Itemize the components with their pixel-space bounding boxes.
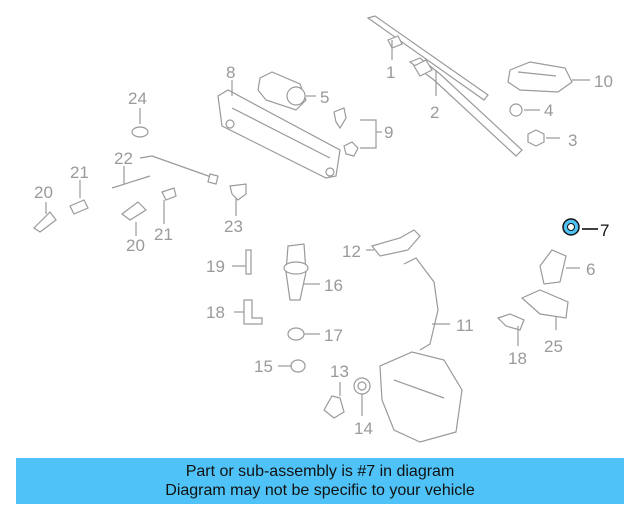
banner-line-disclaimer: Diagram may not be specific to your vehi… <box>165 482 475 499</box>
pump-grommet-part[interactable] <box>287 327 305 341</box>
clip-part[interactable] <box>243 299 263 325</box>
callout-25: 25 <box>544 337 563 356</box>
leader-lines <box>45 40 598 416</box>
washer-nozzle-part-2[interactable] <box>121 201 147 221</box>
callout-14: 14 <box>354 419 373 438</box>
callout-9: 9 <box>384 123 393 142</box>
cowl-cover-part[interactable] <box>507 61 573 93</box>
callout-20-b: 20 <box>126 236 145 255</box>
mount-part[interactable] <box>520 289 569 319</box>
pin-part[interactable] <box>245 249 252 275</box>
callout-11: 11 <box>456 316 474 335</box>
callout-19: 19 <box>206 257 225 276</box>
banner-line-part-number: Part or sub-assembly is #7 in diagram <box>185 463 455 480</box>
washer-nozzle-part[interactable] <box>33 211 57 233</box>
callout-8: 8 <box>226 63 235 82</box>
callout-17: 17 <box>324 326 343 345</box>
callout-2: 2 <box>430 103 439 122</box>
callout-21-b: 21 <box>154 225 173 244</box>
reservoir-cap-part[interactable] <box>370 229 421 257</box>
plug-part[interactable] <box>131 126 149 138</box>
exploded-parts-diagram: 1 2 3 4 5 6 7 8 9 10 11 12 13 14 15 16 1… <box>33 15 613 443</box>
callout-22: 22 <box>114 149 133 168</box>
callout-15: 15 <box>254 357 273 376</box>
washer-hose-part[interactable] <box>111 155 219 189</box>
nut-part[interactable] <box>527 129 545 147</box>
callout-6: 6 <box>586 260 595 279</box>
callout-5: 5 <box>320 88 329 107</box>
hose-connector-part[interactable] <box>229 183 247 201</box>
callout-10: 10 <box>594 72 613 91</box>
level-sensor-part[interactable] <box>323 395 345 419</box>
callout-numbers: 1 2 3 4 5 6 7 8 9 10 11 12 13 14 15 16 1… <box>34 63 613 438</box>
callout-21: 21 <box>70 163 89 182</box>
check-valve-part[interactable] <box>69 199 89 215</box>
callout-24: 24 <box>128 89 147 108</box>
clip-part-2[interactable] <box>496 313 525 331</box>
cap-part[interactable] <box>509 103 523 117</box>
callout-4: 4 <box>544 101 553 120</box>
grommet-part[interactable] <box>333 107 359 157</box>
callout-16: 16 <box>324 276 343 295</box>
washer-pump-part[interactable] <box>283 243 309 301</box>
callout-3: 3 <box>568 131 577 150</box>
washer-reservoir-part[interactable] <box>379 257 463 443</box>
wiper-motor-part[interactable] <box>257 71 307 111</box>
callout-23: 23 <box>224 217 243 236</box>
callout-20: 20 <box>34 183 53 202</box>
callout-13: 13 <box>330 362 349 381</box>
seal-part[interactable] <box>290 359 306 373</box>
callout-1: 1 <box>386 63 395 82</box>
callout-18: 18 <box>206 303 225 322</box>
check-valve-part-2[interactable] <box>161 187 177 201</box>
info-banner: Part or sub-assembly is #7 in diagram Di… <box>16 458 624 504</box>
highlighted-part-7[interactable] <box>562 218 580 236</box>
callout-7: 7 <box>600 221 609 240</box>
sensor-seal-part[interactable] <box>353 377 371 395</box>
wiper-blade-part[interactable] <box>366 15 489 101</box>
bracket-part[interactable] <box>539 249 567 285</box>
callout-18-b: 18 <box>508 349 527 368</box>
wiper-linkage-part[interactable] <box>217 89 341 179</box>
callout-12: 12 <box>342 242 361 261</box>
wiper-arm-part[interactable] <box>408 57 523 157</box>
